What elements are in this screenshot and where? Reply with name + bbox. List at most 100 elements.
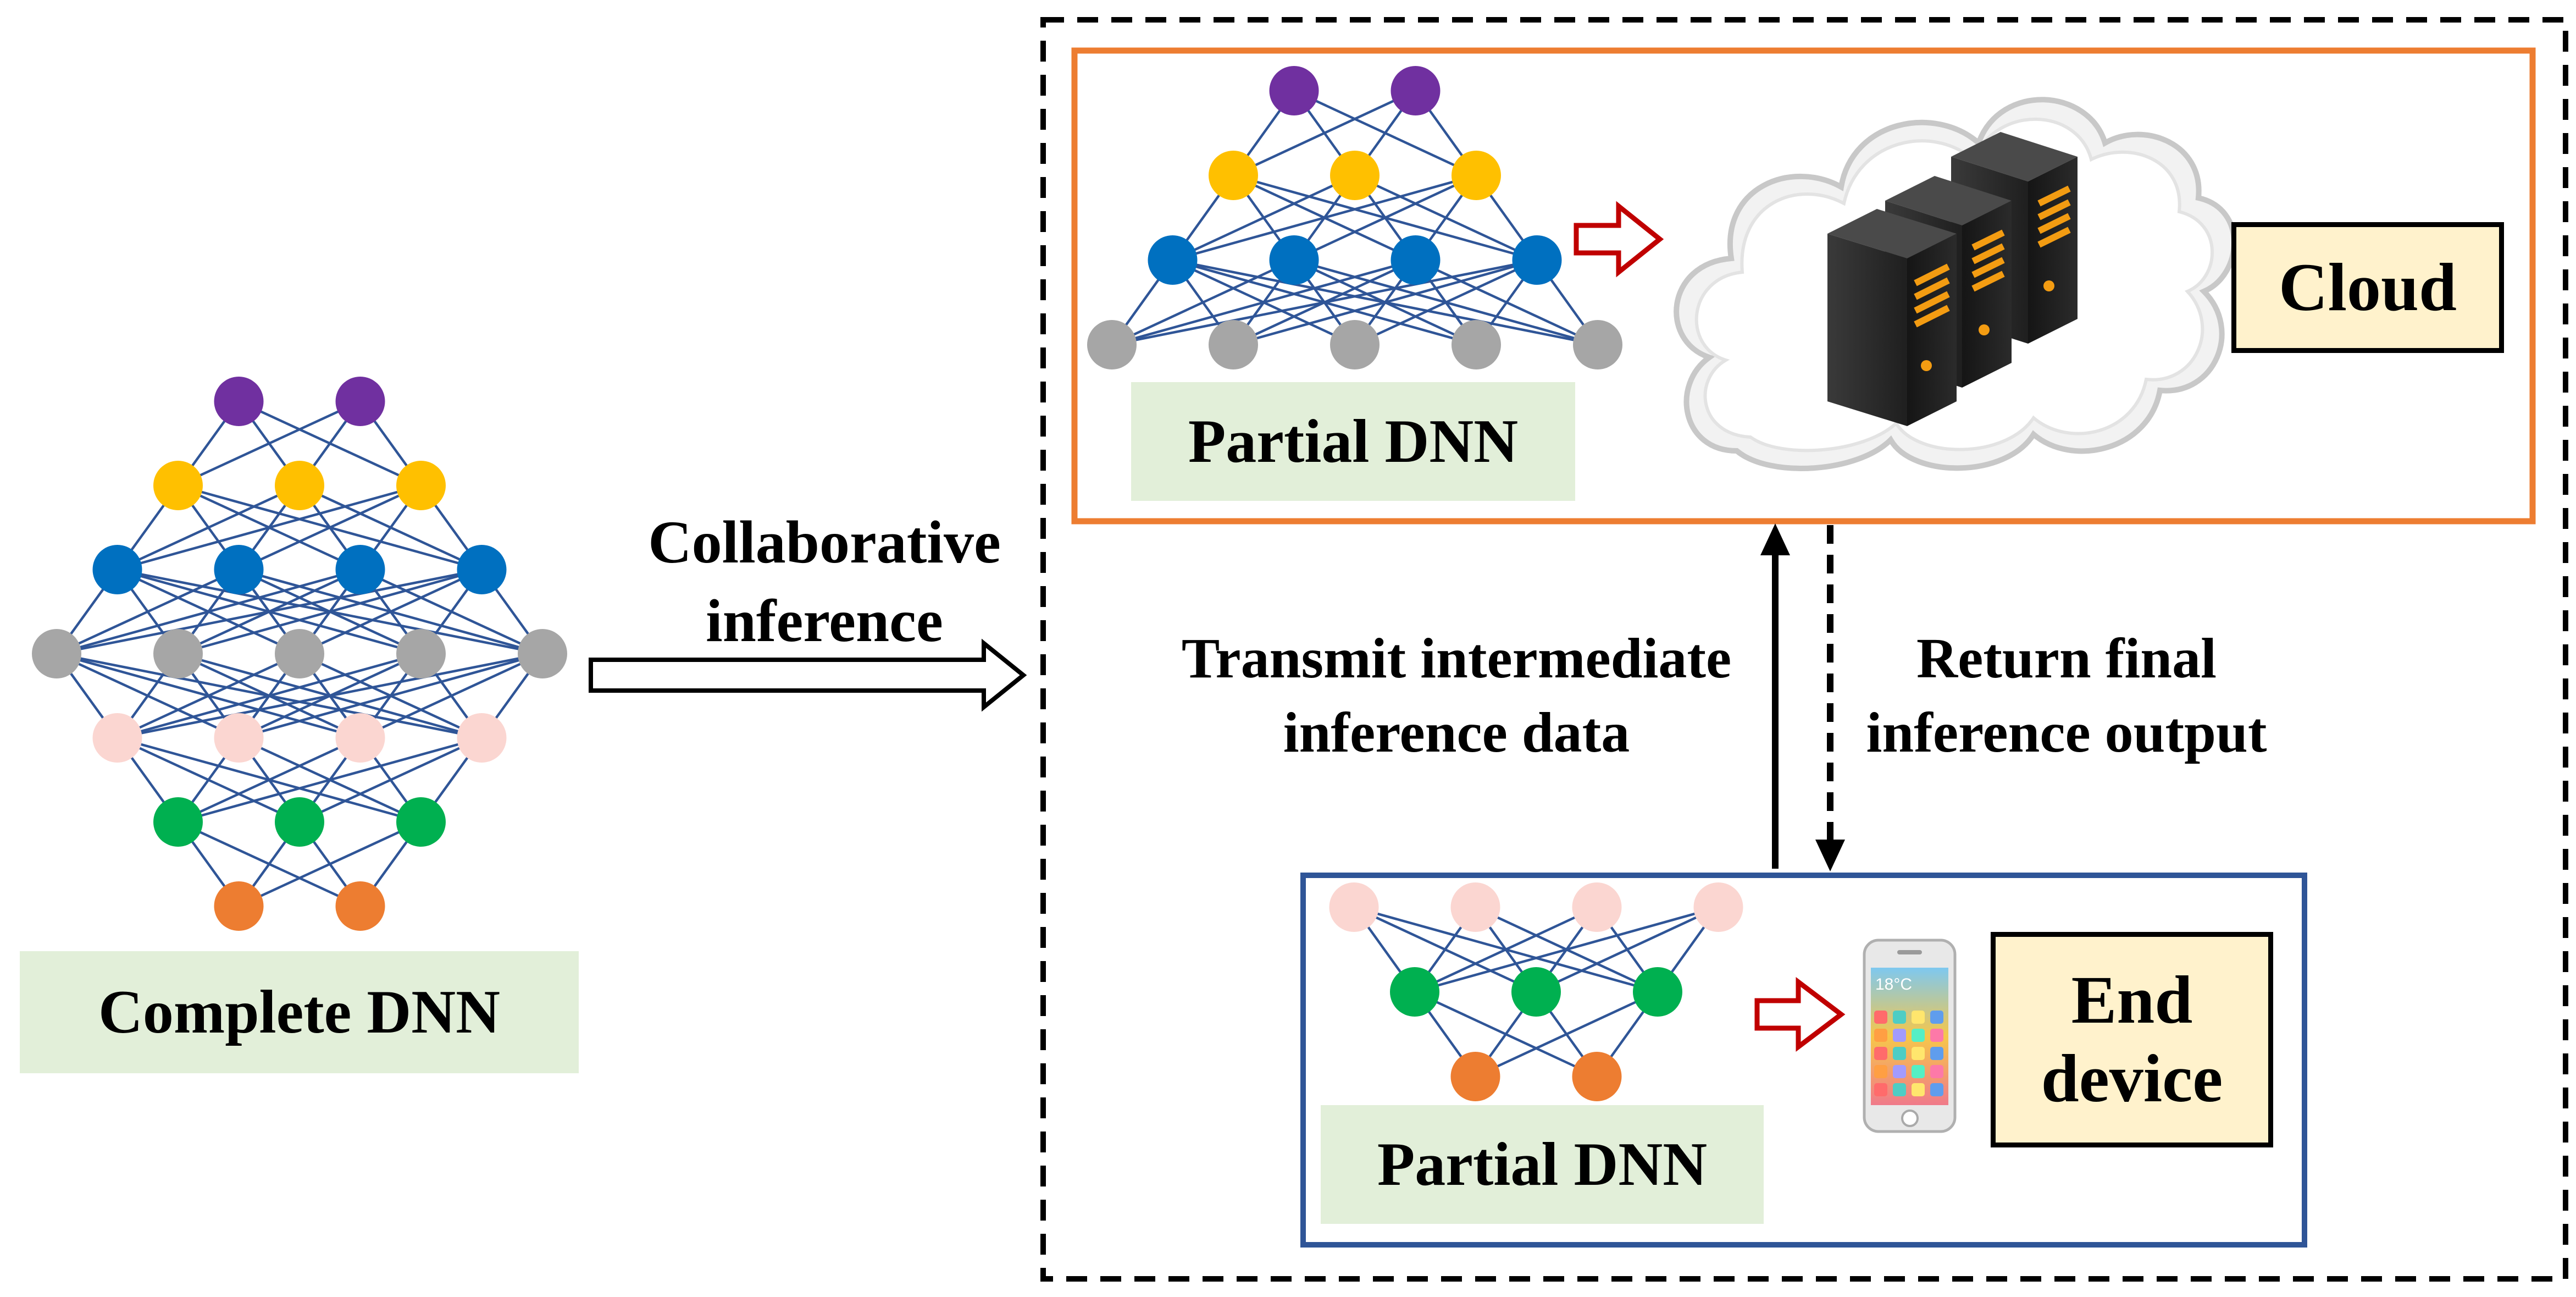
complete-dnn-neuron — [396, 797, 446, 847]
cloud-dnn-neuron — [1330, 320, 1380, 369]
cloud-dnn-neuron — [1452, 151, 1501, 200]
cloud-partial-dnn-label-box: Partial DNN — [1131, 382, 1575, 501]
smartphone-icon: 18°C — [1863, 939, 1957, 1133]
device-dnn-neuron — [1572, 882, 1622, 932]
complete-dnn-edge — [359, 652, 543, 739]
complete-dnn-edge — [56, 568, 482, 655]
cloud-dnn-neuron — [1148, 235, 1198, 285]
cloud-dnn-edge — [1172, 174, 1355, 262]
phone-app-icon — [1930, 1011, 1943, 1024]
phone-app-icon — [1930, 1065, 1943, 1078]
complete-dnn-neuron — [214, 713, 264, 763]
cloud-frame — [1071, 47, 2536, 525]
cloud-dnn-edge — [1111, 258, 1295, 346]
device-dnn-neuron — [1572, 1052, 1622, 1101]
collaborative-system-frame — [1040, 17, 2568, 1282]
complete-dnn-edge — [117, 652, 543, 739]
complete-dnn-neuron — [457, 545, 507, 594]
end-device-label-box: End device — [1991, 932, 2273, 1147]
complete-dnn-edge — [117, 484, 300, 571]
cloud-dnn-neuron — [1452, 320, 1501, 369]
transmit-label: Transmit intermediate inference data — [1143, 621, 1770, 770]
complete-dnn-edge — [238, 820, 422, 908]
cloud-dnn-edge — [1293, 174, 1477, 262]
phone-app-icon — [1874, 1029, 1887, 1042]
complete-dnn-edge — [56, 568, 361, 655]
complete-dnn-edge — [117, 652, 422, 739]
complete-dnn-network — [32, 377, 567, 931]
complete-dnn-neuron — [153, 797, 203, 847]
cloud-partial-dnn-label: Partial DNN — [1188, 407, 1519, 476]
cloud-dnn-edge — [1111, 258, 1537, 346]
device-dnn-neuron — [1511, 967, 1561, 1017]
device-dnn-edge — [1414, 906, 1598, 994]
complete-dnn-edge — [299, 736, 483, 824]
phone-app-icon — [1912, 1029, 1925, 1042]
complete-dnn-edge — [178, 568, 483, 655]
end-device-line-2: device — [2041, 1041, 2223, 1116]
collaborative-inference-line-2: inference — [706, 587, 943, 654]
device-frame — [1300, 873, 2307, 1248]
device-dnn-neuron — [1450, 1052, 1500, 1101]
complete-dnn-neuron — [32, 629, 81, 678]
complete-dnn-edge — [117, 652, 300, 739]
cloud-dnn-edge — [1111, 258, 1416, 346]
device-dnn-neuron — [1390, 967, 1439, 1017]
device-dnn-neuron — [1450, 882, 1500, 932]
transmit-line-1: Transmit intermediate — [1181, 627, 1732, 690]
return-line-2: inference output — [1866, 701, 2267, 765]
transmit-arrow — [1760, 523, 1790, 869]
collaborative-inference-line-1: Collaborative — [648, 509, 1001, 576]
complete-dnn-edge — [178, 736, 483, 824]
device-dnn-edge — [1536, 906, 1719, 994]
phone-app-icon — [1930, 1029, 1943, 1042]
collaborative-inference-arrow — [589, 638, 1027, 712]
complete-dnn-edge — [117, 484, 422, 571]
cloud-network-to-server-arrow — [1574, 201, 1664, 278]
complete-dnn-neuron — [275, 629, 324, 678]
phone-app-icon — [1930, 1083, 1943, 1096]
device-dnn-neuron — [1693, 882, 1743, 932]
phone-app-icon — [1893, 1065, 1906, 1078]
phone-app-icon — [1893, 1011, 1906, 1024]
server-rack-icon — [1827, 132, 2078, 426]
phone-app-icon — [1874, 1083, 1887, 1096]
cloud-dnn-neuron — [1391, 66, 1441, 115]
cloud-dnn-edge — [1233, 89, 1416, 177]
complete-dnn-label-box: Complete DNN — [20, 951, 579, 1073]
cloud-label: Cloud — [2279, 249, 2457, 325]
cloud-dnn-neuron — [1330, 151, 1380, 200]
cloud-dnn-edge — [1233, 258, 1538, 346]
return-line-1: Return final — [1916, 627, 2217, 690]
complete-dnn-neuron — [335, 377, 385, 426]
complete-dnn-neuron — [457, 713, 507, 763]
complete-dnn-neuron — [214, 377, 264, 426]
complete-dnn-neuron — [153, 461, 203, 510]
complete-dnn-neuron — [335, 713, 385, 763]
device-dnn-neuron — [1329, 882, 1379, 932]
phone-app-icon — [1912, 1065, 1925, 1078]
complete-dnn-neuron — [396, 629, 446, 678]
complete-dnn-neuron — [92, 713, 142, 763]
device-partial-dnn-network — [1329, 882, 1743, 1101]
device-partial-dnn-label: Partial DNN — [1377, 1130, 1708, 1199]
cloud-dnn-neuron — [1573, 320, 1622, 369]
complete-dnn-neuron — [396, 461, 446, 510]
complete-dnn-neuron — [275, 461, 324, 510]
cloud-dnn-neuron — [1209, 151, 1258, 200]
return-output-label: Return final inference output — [1830, 621, 2303, 770]
device-dnn-edge — [1475, 990, 1658, 1078]
device-dnn-edge — [1414, 906, 1719, 994]
phone-app-icon — [1912, 1047, 1925, 1060]
phone-app-icon — [1874, 1047, 1887, 1060]
cloud-label-box: Cloud — [2231, 222, 2504, 353]
cloud-dnn-neuron — [1209, 320, 1258, 369]
cloud-dnn-neuron — [1391, 235, 1441, 285]
complete-dnn-edge — [178, 400, 361, 487]
transmit-line-2: inference data — [1283, 701, 1630, 765]
device-dnn-neuron — [1633, 967, 1682, 1017]
cloud-dnn-neuron — [1269, 66, 1319, 115]
end-device-line-1: End — [2071, 962, 2193, 1038]
